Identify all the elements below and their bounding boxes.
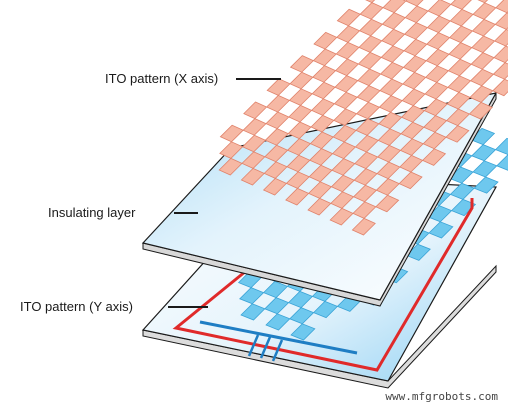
label-ito-x: ITO pattern (X axis) bbox=[105, 71, 219, 86]
ito-cell bbox=[402, 71, 427, 90]
ito-cell bbox=[471, 35, 496, 54]
ito-cell bbox=[468, 101, 493, 120]
ito-cell bbox=[469, 68, 495, 87]
ito-cell bbox=[357, 68, 382, 87]
ito-cell bbox=[472, 160, 498, 178]
label-insulating-layer: Insulating layer bbox=[48, 205, 136, 220]
ito-cell bbox=[358, 18, 384, 37]
ito-cell bbox=[381, 12, 406, 30]
ito-cell bbox=[495, 0, 508, 14]
ito-cell bbox=[358, 35, 383, 53]
ito-cell bbox=[469, 127, 496, 146]
ito-cell bbox=[334, 58, 360, 77]
ito-cell bbox=[448, 25, 474, 44]
ito-cell bbox=[289, 71, 314, 90]
ito-cell bbox=[355, 101, 381, 120]
ito-cell bbox=[421, 148, 447, 166]
ito-cell bbox=[365, 0, 376, 4]
ito-cell bbox=[289, 55, 315, 73]
ito-cell bbox=[265, 111, 290, 130]
ito-cell bbox=[447, 58, 472, 77]
ito-cell bbox=[447, 75, 472, 93]
ito-cell bbox=[357, 51, 382, 70]
ito-cell bbox=[494, 12, 508, 30]
ito-cell bbox=[378, 95, 403, 113]
ito-cell bbox=[312, 65, 337, 83]
ito-cell bbox=[471, 18, 496, 37]
ito-cell bbox=[335, 41, 360, 60]
ito-cell bbox=[288, 88, 313, 106]
ito-cell bbox=[382, 0, 407, 14]
ito-cell bbox=[404, 5, 429, 24]
ito-cell bbox=[356, 85, 381, 103]
blue-lead-1 bbox=[247, 334, 260, 357]
watermark-text: www.mfgrobots.com bbox=[385, 390, 498, 403]
ito-cell bbox=[424, 81, 449, 100]
ito-cell bbox=[311, 81, 336, 100]
ito-cell bbox=[428, 221, 454, 239]
ito-cell bbox=[426, 32, 451, 50]
ito-cell bbox=[219, 124, 244, 143]
ito-cell bbox=[450, 198, 477, 217]
ito-cell bbox=[471, 144, 497, 162]
ito-cell bbox=[402, 55, 427, 73]
ito-cell bbox=[493, 45, 508, 64]
ito-cell bbox=[403, 22, 429, 40]
ito-cell bbox=[265, 94, 291, 113]
ito-cell bbox=[492, 62, 508, 80]
ito-cell bbox=[310, 98, 336, 116]
ito-cell bbox=[449, 8, 474, 27]
ito-cell bbox=[266, 78, 291, 96]
ito-cell bbox=[288, 104, 313, 123]
ito-cell bbox=[403, 38, 428, 57]
ito-cell bbox=[334, 75, 359, 93]
ito-cell bbox=[472, 2, 497, 20]
ito-cell bbox=[336, 8, 361, 27]
ito-cell bbox=[312, 48, 337, 67]
ito-cell bbox=[450, 0, 472, 10]
blue-bus-line bbox=[199, 320, 358, 355]
blue-lead-3 bbox=[271, 339, 284, 362]
ito-cell bbox=[473, 176, 499, 194]
ito-cell bbox=[427, 0, 452, 17]
ito-cell bbox=[290, 323, 316, 341]
ito-cell bbox=[405, 243, 431, 261]
ito-cell bbox=[375, 194, 400, 213]
ito-cell bbox=[425, 48, 450, 67]
ito-cell bbox=[448, 42, 473, 60]
ito-cell bbox=[494, 137, 508, 155]
ito-cell bbox=[313, 31, 338, 50]
label-ito-y: ITO pattern (Y axis) bbox=[20, 299, 133, 314]
ito-cell bbox=[401, 88, 426, 107]
ito-cell bbox=[470, 52, 495, 70]
ito-cell bbox=[380, 45, 405, 63]
ito-cell bbox=[477, 0, 489, 4]
ito-cell bbox=[445, 125, 470, 143]
ito-x-pattern bbox=[218, 0, 508, 236]
ito-cell bbox=[492, 78, 508, 97]
ito-cell bbox=[398, 171, 423, 190]
ito-cell bbox=[242, 118, 267, 136]
ito-cell bbox=[379, 78, 404, 97]
ito-cell bbox=[405, 0, 424, 7]
ito-cell bbox=[359, 2, 384, 20]
ito-cell bbox=[426, 15, 451, 34]
ito-cell bbox=[333, 91, 358, 110]
ito-cell bbox=[243, 101, 268, 120]
ito-cell bbox=[493, 28, 508, 47]
red-trace bbox=[172, 198, 474, 372]
blue-lead-2 bbox=[259, 336, 272, 359]
ito-cell bbox=[351, 217, 376, 236]
ito-cell bbox=[381, 28, 406, 47]
ito-cell bbox=[336, 25, 361, 43]
ito-cell bbox=[379, 61, 405, 80]
ito-cell bbox=[424, 65, 450, 83]
ito-cell bbox=[496, 154, 508, 171]
